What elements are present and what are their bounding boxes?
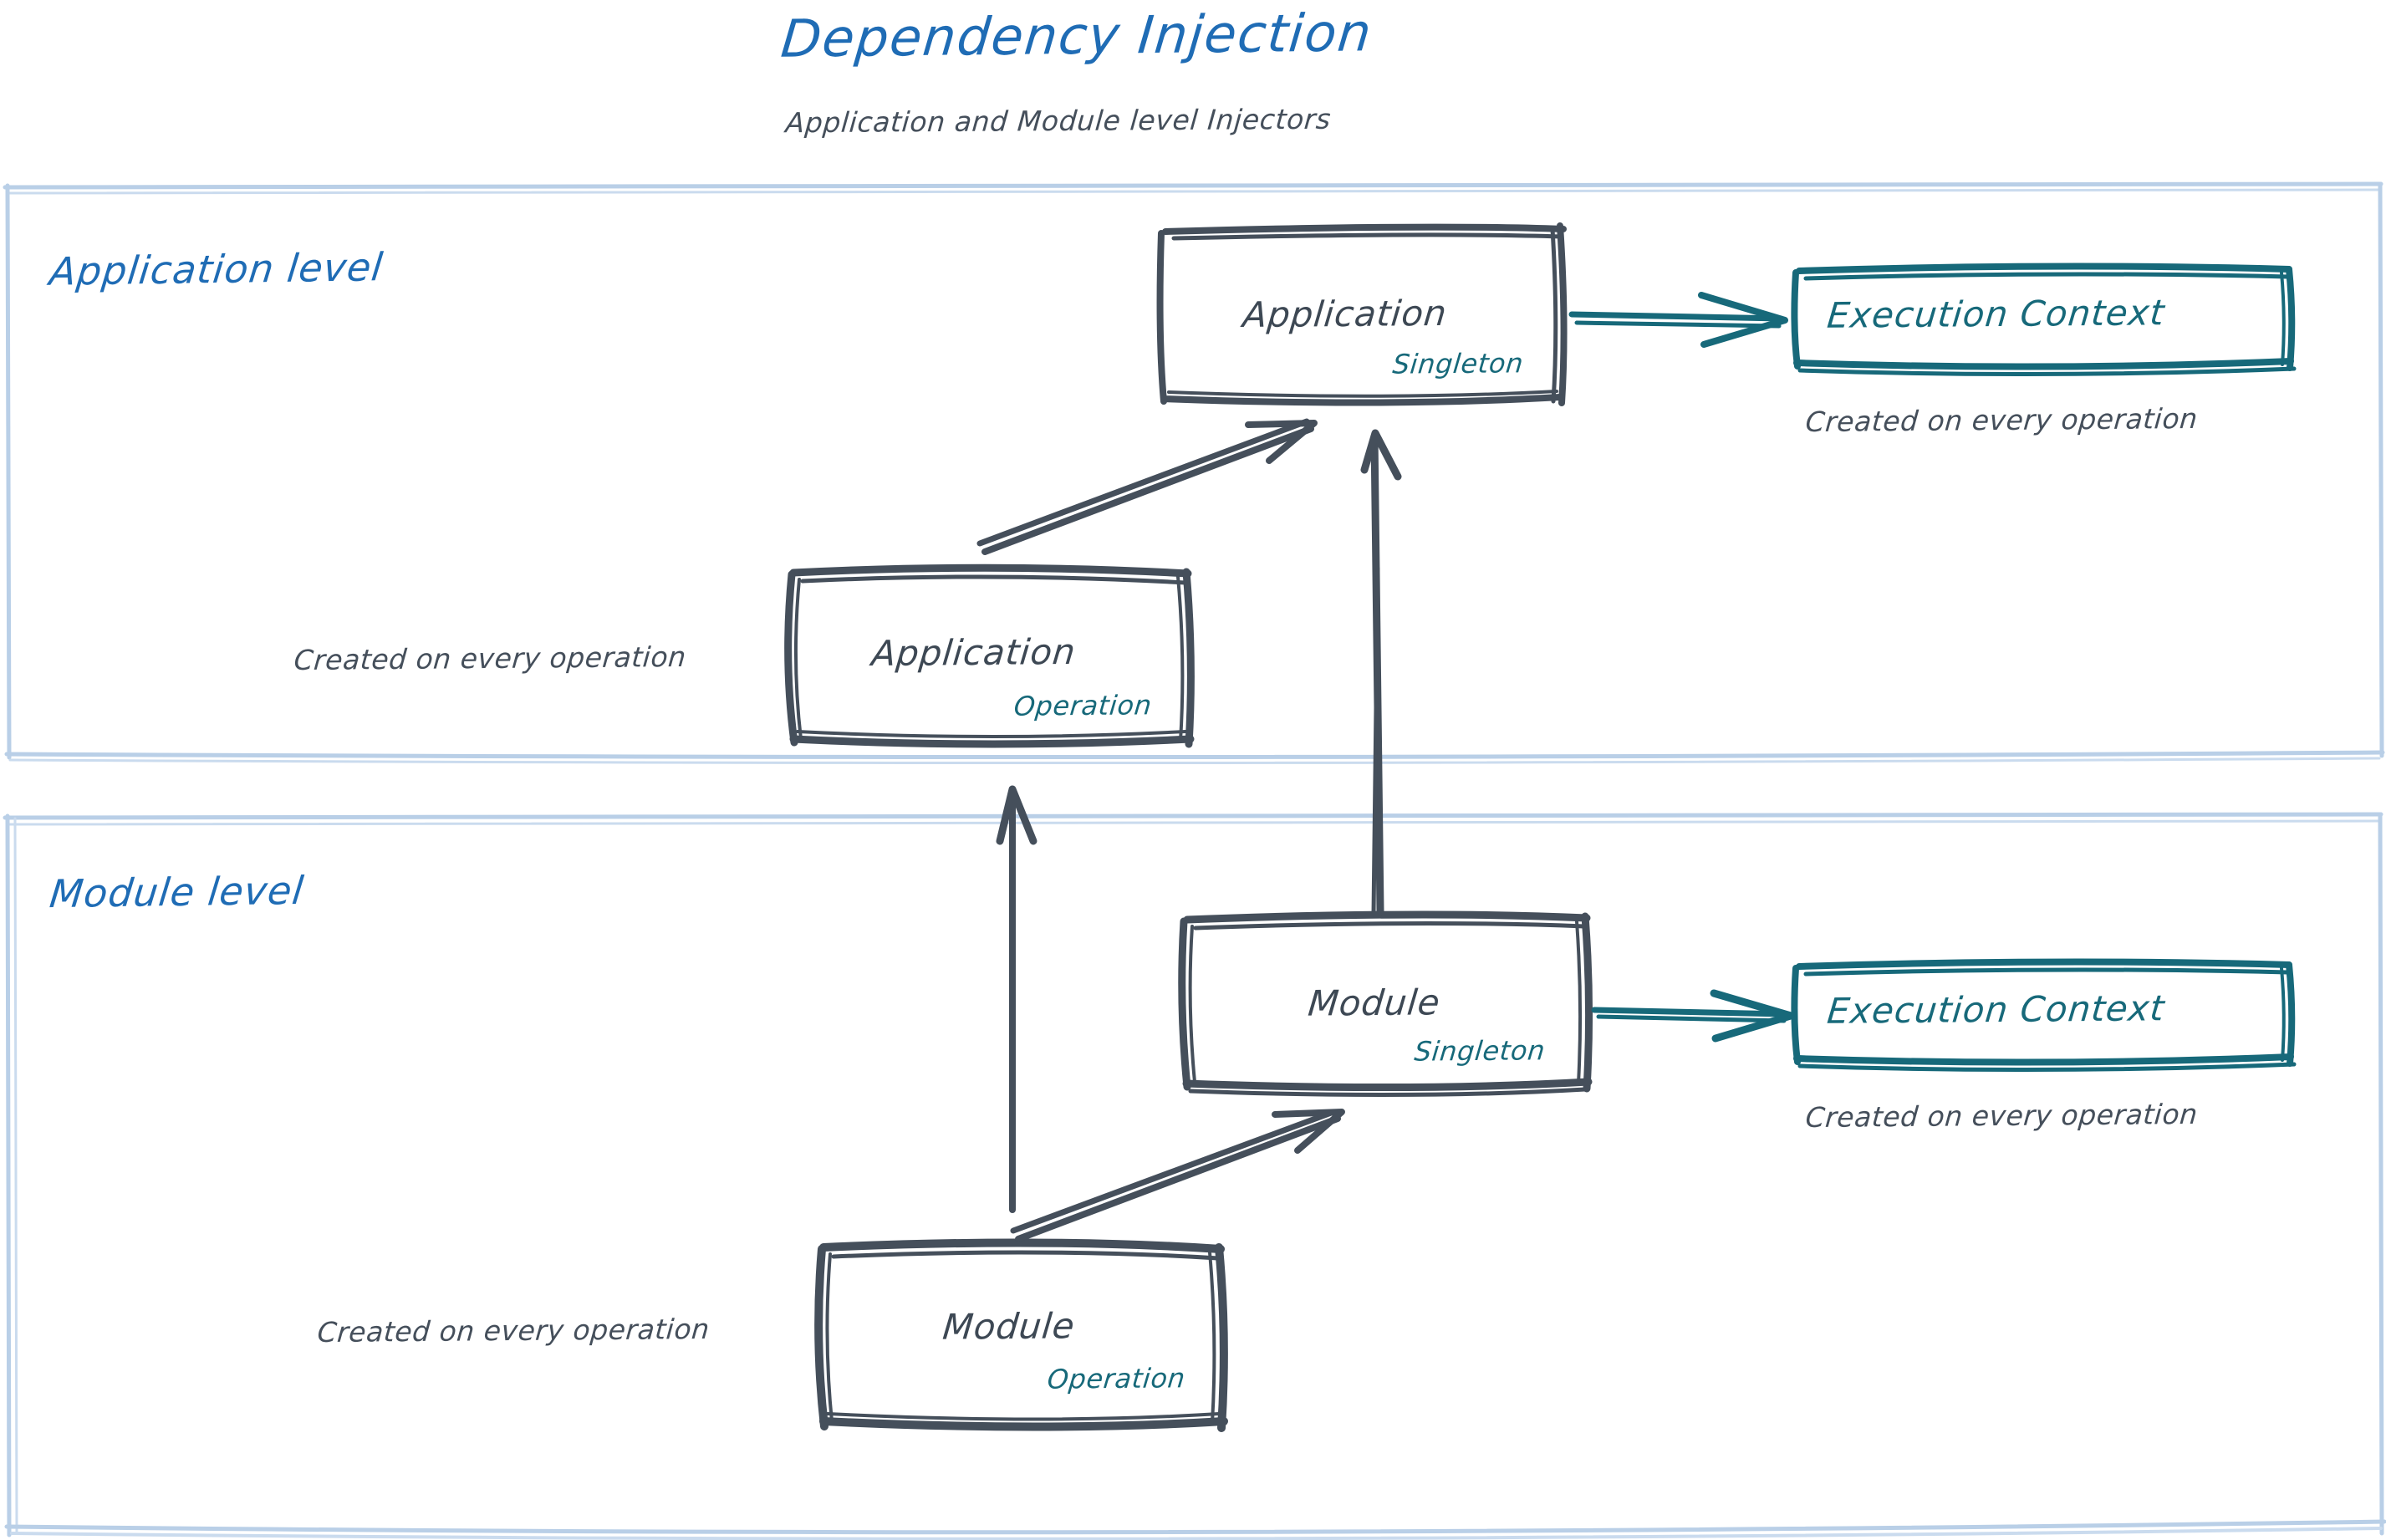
node-module-execution-context-title: Execution Context bbox=[1825, 987, 2167, 1032]
node-module-operation-box[interactable] bbox=[814, 1238, 1228, 1432]
note-module-execution-context: Created on every operation bbox=[1804, 1097, 2200, 1135]
edge-module-to-exec-context bbox=[1591, 989, 1795, 1043]
module-level-container bbox=[3, 812, 2386, 1540]
edge-module-operation-to-app-operation bbox=[996, 785, 1038, 1213]
node-application-singleton-title: Application bbox=[1241, 292, 1449, 336]
node-application-singleton-box[interactable] bbox=[1156, 222, 1568, 406]
section-label-module-level: Module level bbox=[47, 867, 307, 917]
note-application-operation: Created on every operation bbox=[293, 640, 688, 677]
node-app-execution-context-title: Execution Context bbox=[1825, 292, 2167, 336]
note-module-operation: Created on every operation bbox=[316, 1312, 711, 1349]
edge-module-singleton-to-app-singleton bbox=[1360, 429, 1402, 917]
application-level-container bbox=[3, 181, 2385, 765]
node-module-singleton-box[interactable] bbox=[1178, 910, 1593, 1098]
edge-app-to-exec-context bbox=[1568, 292, 1788, 348]
node-app-execution-context-box[interactable] bbox=[1791, 263, 2297, 377]
edge-app-operation-to-app-singleton bbox=[976, 418, 1318, 555]
page-subtitle: Application and Module level Injectors bbox=[784, 102, 1333, 140]
node-application-operation-scope: Operation bbox=[1012, 689, 1154, 722]
node-module-operation-title: Module bbox=[941, 1305, 1077, 1348]
page-title: Dependency Injection bbox=[778, 2, 1375, 69]
note-app-execution-context: Created on every operation bbox=[1804, 401, 2200, 439]
node-module-singleton-scope: Singleton bbox=[1413, 1034, 1547, 1068]
node-application-operation-title: Application bbox=[869, 630, 1078, 675]
node-module-execution-context-box[interactable] bbox=[1791, 958, 2297, 1073]
node-application-operation-box[interactable] bbox=[784, 563, 1195, 748]
edge-module-operation-to-module-singleton bbox=[1010, 1109, 1345, 1242]
node-module-singleton-title: Module bbox=[1306, 982, 1442, 1024]
node-application-singleton-scope: Singleton bbox=[1391, 347, 1526, 380]
section-label-application-level: Application level bbox=[47, 244, 386, 294]
node-module-operation-scope: Operation bbox=[1046, 1362, 1187, 1395]
